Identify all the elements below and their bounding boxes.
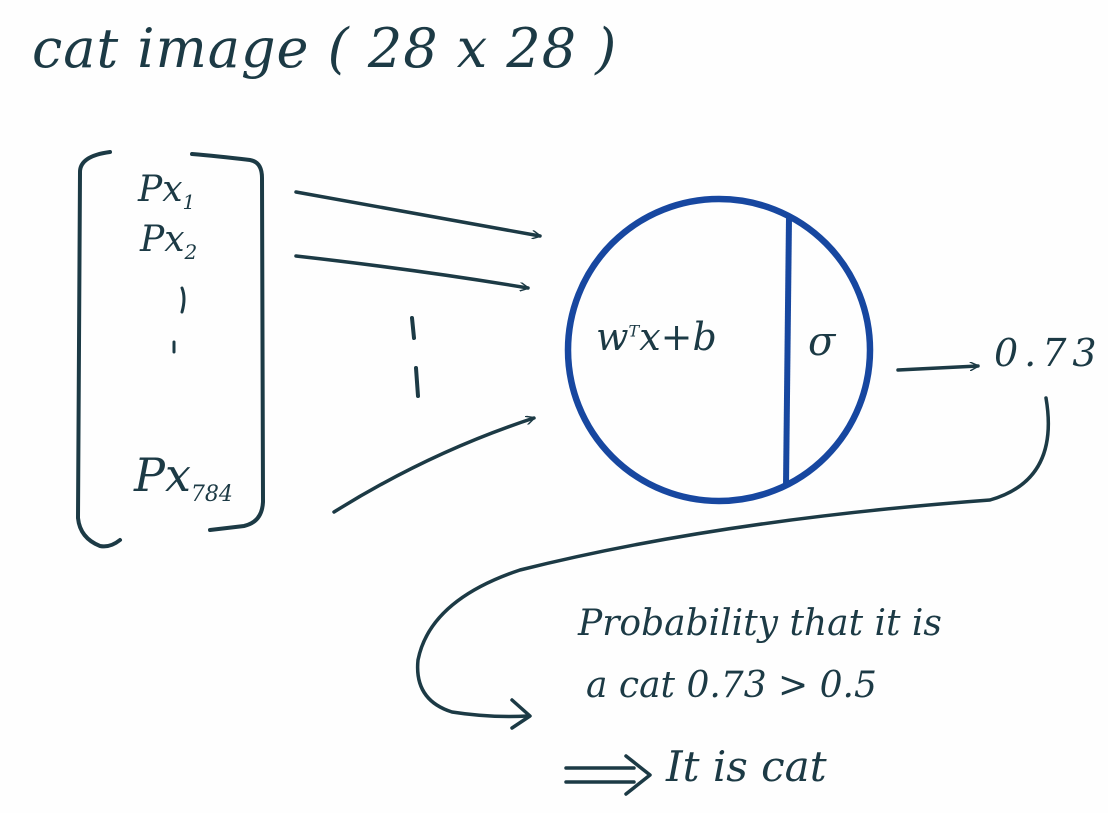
formula-rest: x+b bbox=[639, 315, 717, 359]
conclusion-text: It is cat bbox=[666, 742, 827, 791]
input-arrow-784 bbox=[332, 418, 534, 514]
pixel-2-index: 2 bbox=[184, 240, 198, 265]
pixel-1-index: 1 bbox=[182, 190, 196, 215]
arrows-ellipsis bbox=[410, 316, 420, 398]
diagram-title: cat image ( 28 x 28 ) bbox=[32, 17, 618, 80]
pixel-784-index: 784 bbox=[190, 482, 233, 508]
pixel-1-symbol: Px bbox=[138, 169, 183, 210]
formula-transpose: T bbox=[628, 321, 640, 341]
explanation-line-2: a cat 0.73 > 0.5 bbox=[586, 665, 877, 706]
pixel-784-label: Px784 bbox=[134, 452, 233, 506]
explanation-line-1: Probability that it is bbox=[578, 603, 942, 644]
explanation-arrow bbox=[415, 396, 1051, 719]
left-bracket bbox=[75, 150, 122, 549]
output-arrow bbox=[896, 366, 980, 372]
explanation-arrow-head bbox=[510, 698, 532, 730]
pixel-2-symbol: Px bbox=[140, 219, 185, 260]
pixel-784-symbol: Px bbox=[134, 448, 191, 502]
input-arrow-1 bbox=[294, 190, 542, 236]
neuron-circle bbox=[564, 195, 874, 505]
output-value: 0.73 bbox=[994, 331, 1103, 375]
implies-arrow bbox=[564, 754, 652, 796]
pixel-2-label: Px2 bbox=[140, 219, 198, 265]
pixel-1-label: Px1 bbox=[138, 169, 196, 215]
neuron-divider bbox=[783, 216, 792, 487]
sigmoid-symbol: σ bbox=[808, 319, 836, 365]
neuron-linear-formula: wTx+b bbox=[596, 318, 717, 356]
right-bracket bbox=[190, 152, 266, 532]
vector-ellipsis bbox=[172, 286, 186, 354]
input-arrow-2 bbox=[294, 254, 530, 288]
formula-weight: w bbox=[596, 315, 629, 359]
